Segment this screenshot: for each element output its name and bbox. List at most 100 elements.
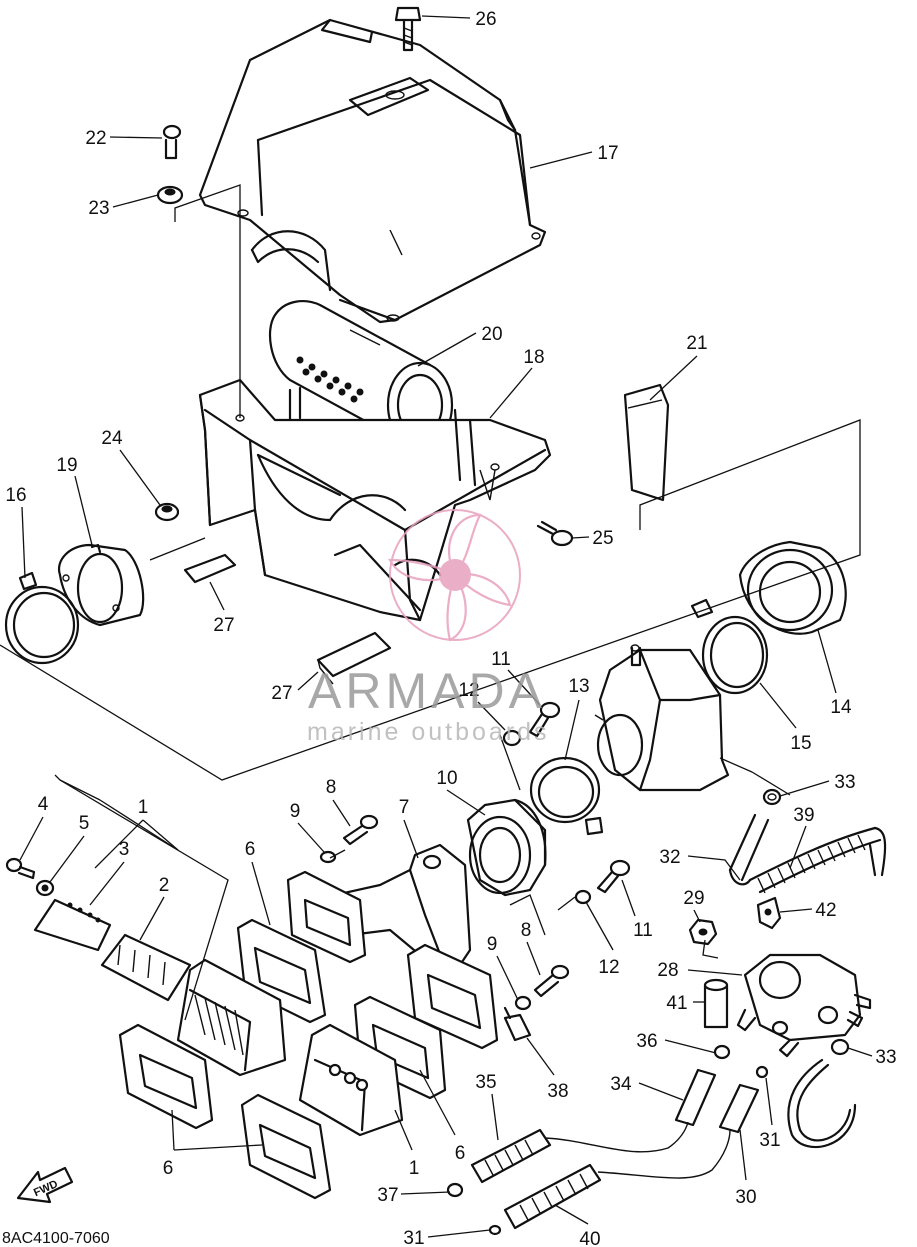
callout-c15: 15 [790, 733, 811, 754]
callout-c9a: 9 [290, 801, 301, 822]
bracket-42 [756, 896, 782, 930]
callout-c35: 35 [475, 1072, 496, 1093]
callout-c22: 22 [85, 128, 106, 149]
callout-labels: 1123456667889910111112121314151617181920… [5, 9, 896, 1247]
callout-c20: 20 [481, 324, 502, 345]
callout-c8b: 8 [521, 920, 532, 941]
clip-36 [713, 1044, 731, 1060]
washer-12b [574, 889, 592, 905]
callout-c42: 42 [815, 900, 836, 921]
washer-23 [156, 185, 184, 205]
callout-c6c: 6 [455, 1143, 466, 1164]
callout-c8a: 8 [326, 777, 337, 798]
fuel-pump-28 [736, 953, 872, 1058]
callout-c40: 40 [579, 1229, 600, 1247]
watermark-logo: ARMADA marine outboards [307, 509, 550, 746]
assembly-lines [0, 184, 861, 1021]
fuel-lines [544, 1121, 731, 1179]
rail-27a [183, 553, 237, 584]
callout-c6b: 6 [163, 1158, 174, 1179]
callout-c28: 28 [657, 960, 678, 981]
watermark-hub [439, 559, 471, 591]
callout-c13: 13 [568, 676, 589, 697]
callout-c33b: 33 [875, 1047, 896, 1068]
callout-c38: 38 [547, 1081, 568, 1102]
reed-valve-1b [298, 1023, 404, 1137]
callout-c41: 41 [666, 993, 687, 1014]
bolt-11b [596, 859, 631, 894]
callout-c23: 23 [88, 198, 109, 219]
callout-c18: 18 [523, 347, 544, 368]
fitting-38 [503, 1006, 532, 1042]
screw-26 [394, 6, 422, 52]
nut-29 [688, 918, 718, 946]
rail-27b [316, 631, 392, 685]
callout-c17: 17 [597, 143, 618, 164]
bolt-11a [528, 701, 561, 738]
throttle-joint-10 [466, 798, 547, 897]
screw-25 [536, 520, 574, 547]
callout-c11a: 11 [491, 649, 511, 670]
callout-c30: 30 [735, 1187, 756, 1208]
bolt-8b [533, 964, 570, 998]
callout-c11b: 11 [633, 920, 653, 941]
clip-33b [830, 1038, 850, 1056]
screw-4 [5, 857, 36, 880]
nut-24 [154, 502, 180, 522]
washer-9b [514, 995, 532, 1011]
callout-c39: 39 [793, 805, 814, 826]
callout-c16: 16 [5, 485, 26, 506]
callout-c31a: 31 [759, 1130, 780, 1151]
clip-37 [446, 1182, 464, 1198]
cover-plate-21 [623, 383, 670, 502]
callout-c33a: 33 [834, 772, 855, 793]
gasket-6f [240, 1093, 332, 1200]
screw-22 [162, 124, 182, 160]
callout-c34: 34 [610, 1074, 632, 1095]
intake-silencer [594, 644, 730, 792]
callout-c10: 10 [436, 768, 457, 789]
watermark-tagline: marine outboards [307, 718, 550, 746]
reed-valve-1a [176, 958, 287, 1077]
callout-c26: 26 [475, 9, 496, 30]
callout-c31b: 31 [403, 1228, 424, 1247]
callout-c19: 19 [56, 455, 77, 476]
hose-33-loop [787, 1058, 857, 1149]
callout-c12a: 12 [458, 680, 479, 701]
callout-c24: 24 [101, 428, 123, 449]
callout-c6a: 6 [245, 839, 256, 860]
bolt-8a [342, 814, 379, 846]
callout-c4: 4 [38, 794, 49, 815]
reed-stopper-3 [33, 898, 112, 952]
fwd-arrow: FWD [16, 1166, 74, 1204]
callout-c37: 37 [377, 1185, 398, 1206]
clip-31a [755, 1065, 769, 1079]
leader-lines [19, 15, 873, 1238]
callout-c14: 14 [830, 697, 852, 718]
hose-35 [470, 1128, 552, 1184]
callout-c2: 2 [159, 875, 170, 896]
callout-c1a: 1 [138, 797, 149, 818]
gasket-6e [118, 1023, 214, 1130]
callout-c3: 3 [119, 839, 130, 860]
clip-33a [762, 788, 782, 806]
callout-c27a: 27 [213, 615, 234, 636]
hose-34 [674, 1068, 717, 1127]
washer-5 [35, 879, 55, 897]
gasket-6a [286, 870, 367, 964]
air-box-cover [198, 18, 547, 324]
hose-40 [503, 1163, 602, 1230]
intake-duct-14 [738, 540, 847, 635]
callout-c27b: 27 [271, 683, 292, 704]
gasket-6c [406, 943, 499, 1050]
air-box-case [198, 378, 552, 622]
callout-c36: 36 [636, 1031, 657, 1052]
watermark-brand: ARMADA [308, 663, 546, 719]
callout-c29: 29 [683, 888, 704, 909]
clip-31b [488, 1224, 502, 1236]
clamp-16 [4, 571, 80, 665]
hose-32 [728, 813, 770, 886]
washer-12a [502, 729, 522, 747]
callout-c5: 5 [79, 813, 90, 834]
callout-c21: 21 [686, 333, 707, 354]
